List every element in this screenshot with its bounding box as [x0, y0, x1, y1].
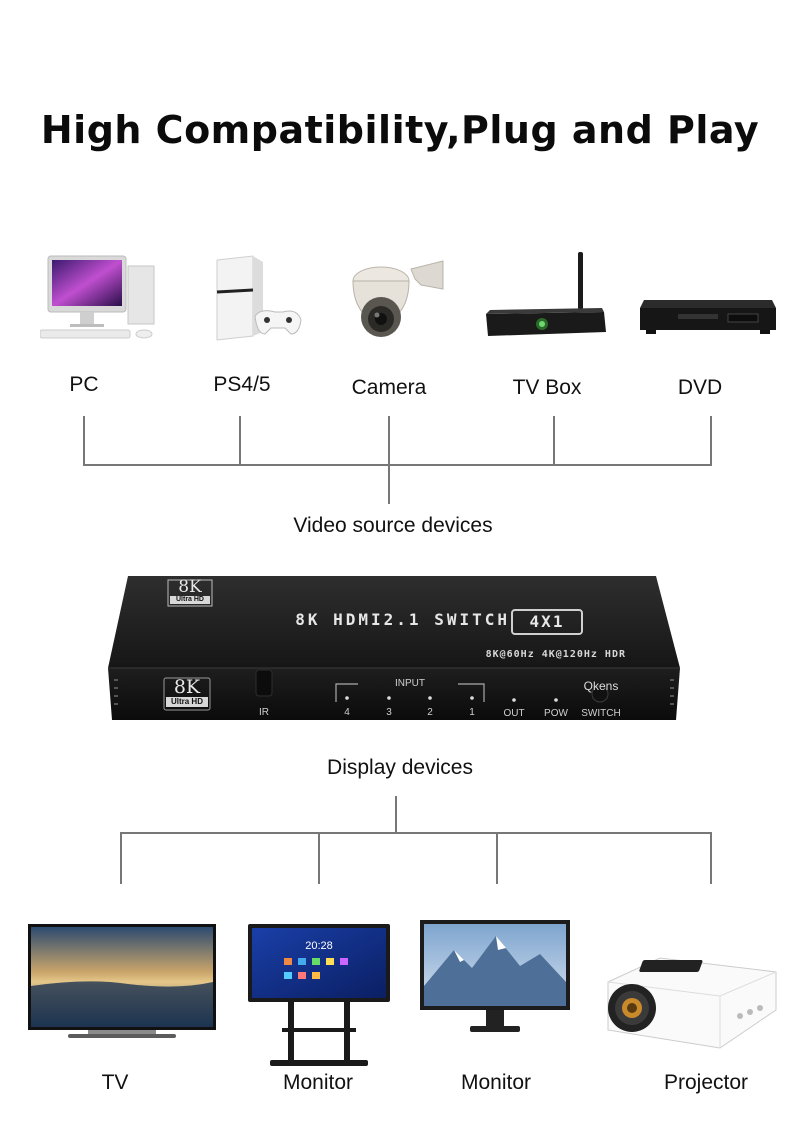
projector-icon: [600, 952, 778, 1060]
switch-spec: 8K@60Hz 4K@120Hz HDR: [485, 649, 626, 660]
out-label: OUT: [503, 708, 525, 719]
display-label-monitor-1: Monitor: [282, 1071, 354, 1094]
brand-label: Qkens: [583, 679, 619, 693]
connector-line: [83, 416, 85, 466]
connector-line: [710, 416, 712, 466]
source-caption: Video source devices: [293, 514, 493, 537]
camera-icon: [345, 255, 445, 350]
source-label-ps: PS4/5: [213, 373, 271, 396]
display-caption: Display devices: [327, 756, 473, 779]
page-title: High Compatibility,Plug and Play: [40, 108, 760, 152]
tv-icon: [28, 924, 216, 1044]
pow-label: POW: [544, 708, 568, 719]
switch-model: 8K HDMI2.1 SWITCH: [295, 610, 510, 629]
input-4-label: 4: [344, 707, 350, 718]
connector-line: [710, 832, 712, 884]
switch-top-badge: 8K: [178, 577, 202, 597]
smart-board-clock: 20:28: [305, 940, 333, 952]
game-console-icon: [205, 252, 305, 344]
tv-box-icon: [482, 248, 610, 344]
input-2-label: 2: [427, 707, 433, 718]
display-label-projector: Projector: [663, 1071, 749, 1094]
source-label-camera: Camera: [351, 376, 427, 399]
display-label-tv: TV: [101, 1071, 129, 1094]
connector-bus: [120, 832, 712, 834]
input-3-label: 3: [386, 707, 392, 718]
ir-label: IR: [259, 707, 269, 718]
display-label-monitor-2: Monitor: [460, 1071, 532, 1094]
source-label-pc: PC: [69, 373, 99, 396]
source-label-dvd: DVD: [677, 376, 723, 399]
switch-button-label: SWITCH: [581, 708, 621, 719]
hdmi-switch-device: 8K Ultra HD 8K HDMI2.1 SWITCH 4X1 8K@60H…: [104, 552, 688, 732]
switch-front-badge: 8K: [173, 676, 201, 698]
connector-line: [496, 832, 498, 884]
source-label-tv-box: TV Box: [512, 376, 582, 399]
connector-line: [553, 416, 555, 466]
switch-ports: 4X1: [529, 612, 565, 631]
monitor-icon: [420, 920, 570, 1038]
connector-line: [395, 796, 397, 832]
dvd-player-icon: [638, 292, 778, 342]
smart-board-icon: 20:28: [248, 924, 390, 1070]
connector-line: [388, 416, 390, 504]
connector-bus: [83, 464, 712, 466]
switch-top-badge-sub: Ultra HD: [175, 596, 204, 603]
switch-front-badge-sub: Ultra HD: [170, 697, 203, 706]
connector-line: [239, 416, 241, 466]
input-1-label: 1: [469, 707, 475, 718]
connector-line: [318, 832, 320, 884]
pc-icon: [40, 252, 160, 344]
input-label: INPUT: [395, 678, 425, 689]
connector-line: [120, 832, 122, 884]
